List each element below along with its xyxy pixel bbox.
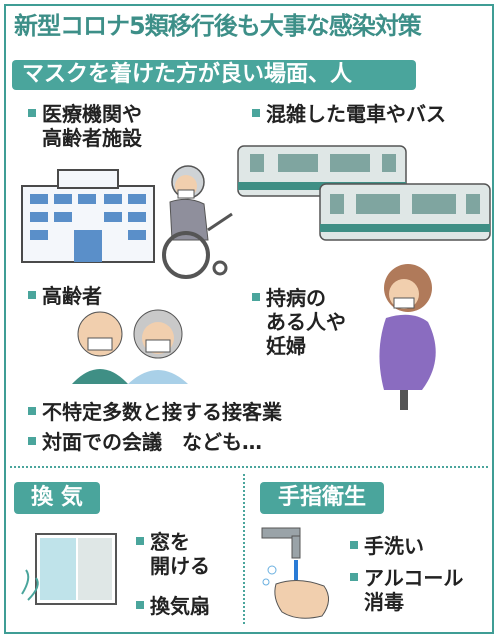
bullet-marker [28,291,36,299]
bullet-chronic-pregnant: 持病の ある人や 妊婦 [252,286,346,358]
bullet-alcohol: アルコール 消毒 [350,566,464,614]
window-icon [21,533,117,605]
bullet-open-window: 窓を 開ける [136,530,210,578]
bullet-elderly: 高齢者 [28,284,102,308]
bullet-line: 消毒 [364,590,404,614]
bullet-marker [136,601,144,609]
bullet-crowded-transport: 混雑した電車やバス [252,102,446,126]
ventilation-tab: 換 気 [14,482,100,514]
bullet-line: 医療機関や [42,102,142,126]
bullet-meetings: 対面での会議 なども… [28,430,262,454]
bullet-line: ある人や [266,310,346,334]
section-divider [10,466,488,468]
bullet-line: 換気扇 [150,594,210,618]
bullet-line: 手洗い [364,534,424,558]
bullet-line: 開ける [150,554,210,578]
hospital-building-icon [21,169,155,263]
mask-section-banner: マスクを着けた方が良い場面、人 [12,60,416,90]
bullet-handwash: 手洗い [350,534,424,558]
bullet-line: 対面での会議 なども… [42,430,262,454]
bullet-line: 高齢者施設 [42,126,142,150]
bullet-line: 不特定多数と接する接客業 [42,400,282,424]
bullet-line: 妊婦 [266,334,306,358]
pregnant-woman-icon [379,264,436,410]
train-icon [319,183,491,241]
bullet-line: 窓を [150,530,190,554]
bullet-marker [252,293,260,301]
bullet-line: 高齢者 [42,284,102,308]
bullet-marker [28,437,36,445]
bullet-marker [350,573,358,581]
bullet-fan: 換気扇 [136,594,210,618]
bullet-marker [350,541,358,549]
bullet-line: 持病の [266,286,326,310]
handwash-icon [261,527,329,619]
wheelchair-elderly-icon [162,165,233,279]
bullet-marker [28,407,36,415]
hand-hygiene-tab: 手指衛生 [260,482,384,514]
bullet-marker [136,537,144,545]
bullet-customer-service: 不特定多数と接する接客業 [28,400,282,424]
elderly-couple-icon [72,309,188,384]
bullet-medical-facilities: 医療機関や 高齢者施設 [28,102,142,150]
page-title: 新型コロナ5類移行後も大事な感染対策 [14,12,422,40]
bullet-marker [252,109,260,117]
bullet-marker [28,109,36,117]
bullet-line: 混雑した電車やバス [266,102,446,126]
bullet-line: アルコール [364,566,464,590]
section-divider-vertical [243,474,245,624]
